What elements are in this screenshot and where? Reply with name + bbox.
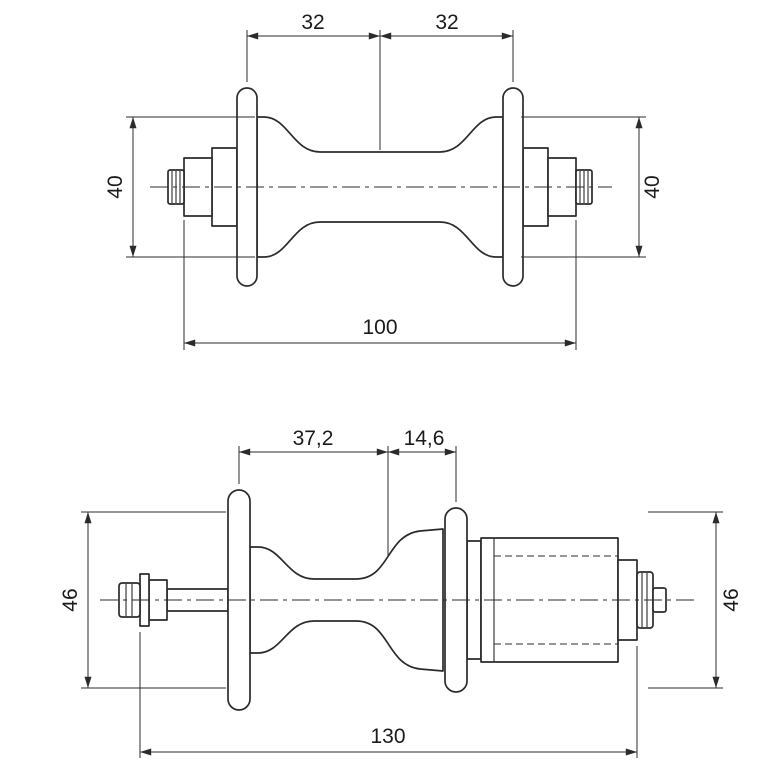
rear-dim-diameter-left: 46 [59, 511, 226, 689]
extension-line [126, 116, 255, 258]
dim-label-front-diameter-right: 40 [641, 175, 664, 198]
extension-line [139, 632, 638, 758]
rear-dim-diameter-right: 46 [648, 511, 743, 689]
front-dim-diameter-right: 40 [521, 116, 664, 258]
rear-dim-overall-width: 130 [139, 632, 638, 758]
extension-line [183, 220, 577, 350]
rear-freehub-spline-hidden-lines [494, 555, 618, 645]
front-dim-flange-right: 32 [380, 11, 514, 82]
front-hub-view: 32 32 40 40 100 [104, 11, 664, 350]
dim-label-front-diameter-left: 40 [104, 175, 127, 198]
dim-label-rear-flange-left: 37,2 [293, 427, 334, 450]
front-dim-flange-left: 32 [246, 11, 380, 82]
extension-line [81, 511, 226, 689]
dim-label-rear-diameter-left: 46 [59, 588, 82, 611]
front-dim-diameter-left: 40 [104, 116, 255, 258]
rear-dim-flange-left: 37,2 [238, 427, 388, 484]
dim-label-front-flange-right: 32 [435, 11, 458, 34]
extension-line [648, 511, 723, 689]
dim-label-rear-overall-width: 130 [370, 725, 405, 748]
dim-label-rear-diameter-right: 46 [720, 588, 743, 611]
dim-label-rear-flange-right: 14,6 [404, 427, 445, 450]
dim-label-front-flange-left: 32 [301, 11, 324, 34]
rear-dim-flange-right: 14,6 [388, 427, 457, 502]
extension-line [521, 116, 646, 258]
front-dim-overall-width: 100 [183, 220, 577, 350]
rear-hub-view: 37,2 14,6 46 46 130 [59, 427, 743, 758]
rear-hub-barrel [249, 528, 444, 672]
dim-label-front-overall-width: 100 [362, 316, 397, 339]
